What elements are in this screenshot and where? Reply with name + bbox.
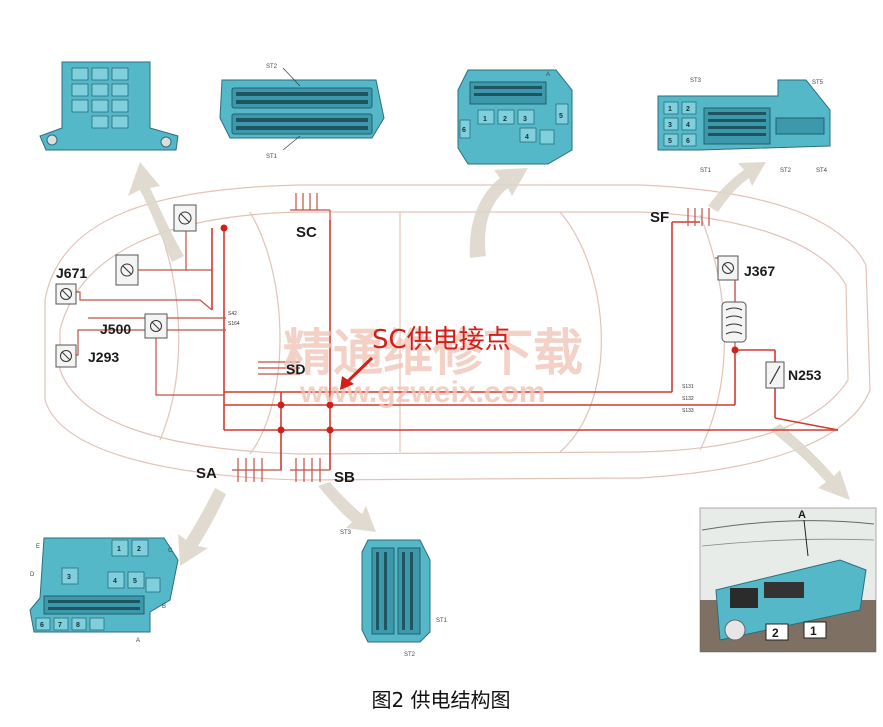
sf-st4: ST4 [816,168,828,174]
label-sc: SC [296,224,317,241]
top3-a: A [546,72,550,78]
fusebox-top-middle: A 1 2 3 4 5 6 [457,69,573,165]
n253-component [765,361,785,389]
wire-label-s133: S133 [682,408,694,414]
j293-component [55,344,77,368]
fusebox-sb: ST3 ST1 ST2 [340,530,448,658]
annotation-text: SC供电接点 [372,325,511,355]
wire-label-s132: S132 [682,396,694,402]
fusebox-top-left [39,61,179,151]
sa-cell-4: 4 [113,578,117,585]
sf-cell-5: 5 [668,138,672,145]
label-sa: SA [196,465,217,482]
sf-cell-4: 4 [686,122,690,129]
label-j671: J671 [56,265,87,281]
sa-a: A [136,638,140,644]
sa-cell-5: 5 [133,578,137,585]
fusebox-sa: E D C B A 1 2 3 4 5 6 7 8 [29,537,179,644]
sa-cell-7: 7 [58,622,62,629]
relay-top [173,204,197,232]
top3-cell-4: 4 [525,134,529,141]
sf-st2: ST2 [780,168,792,174]
sf-cell-2: 2 [686,106,690,113]
sc-st1: ST1 [266,154,278,160]
junction-nodes [220,224,739,434]
label-j500: J500 [100,321,131,337]
sf-st3: ST3 [690,78,702,84]
battery-cell-2: 2 [772,626,779,640]
label-sb: SB [334,469,355,486]
sa-cell-1: 1 [117,546,121,553]
label-sd: SD [286,361,305,377]
wire-label-s131: S131 [682,384,694,390]
sb-st3: ST3 [340,530,352,536]
top3-cell-3: 3 [523,116,527,123]
sf-st5: ST5 [812,80,824,86]
fusebox-sc: ST2 ST1 [219,64,385,160]
relay-middle [115,254,139,286]
sa-cell-2: 2 [137,546,141,553]
wire-label-s164: S164 [228,321,240,327]
sf-cell-6: 6 [686,138,690,145]
battery-a: A [798,509,806,521]
label-n253: N253 [788,367,822,383]
sf-st1: ST1 [700,168,712,174]
top3-cell-2: 2 [503,116,507,123]
label-j293: J293 [88,349,119,365]
watermark: 精通维修下载 www.gzweix.com [283,324,583,409]
sa-cell-8: 8 [76,622,80,629]
sb-st2: ST2 [404,652,416,658]
top3-cell-5: 5 [559,113,563,120]
label-j367: J367 [744,263,775,279]
sf-cell-3: 3 [668,122,672,129]
battery-fuse-panel: A 2 1 [699,507,877,653]
battery-cell-1: 1 [810,624,817,638]
sa-cell-3: 3 [67,574,71,581]
wire-label-s42: S42 [228,311,237,317]
watermark-url: www.gzweix.com [299,376,546,409]
sa-cell-6: 6 [40,622,44,629]
sc-annotation: SC供电接点 [340,325,511,390]
fusebox-sf: ST3 ST5 ST1 ST2 ST4 1 2 3 4 5 6 [657,78,831,174]
label-sf: SF [650,209,669,226]
sb-st1: ST1 [436,618,448,624]
j500-component [144,313,168,339]
sa-b: B [162,604,166,610]
sa-d: D [30,572,35,578]
j671-component [55,283,77,305]
top3-cell-1: 1 [483,116,487,123]
figure-caption: 图2 供电结构图 [371,688,510,712]
j367-component [717,255,747,343]
sa-c: C [168,548,173,554]
pointer-arrows [128,162,850,566]
sf-cell-1: 1 [668,106,672,113]
sa-e: E [36,544,40,550]
top3-cell-6: 6 [462,127,466,134]
watermark-cn: 精通维修下载 [283,324,583,382]
sc-st2: ST2 [266,64,278,70]
